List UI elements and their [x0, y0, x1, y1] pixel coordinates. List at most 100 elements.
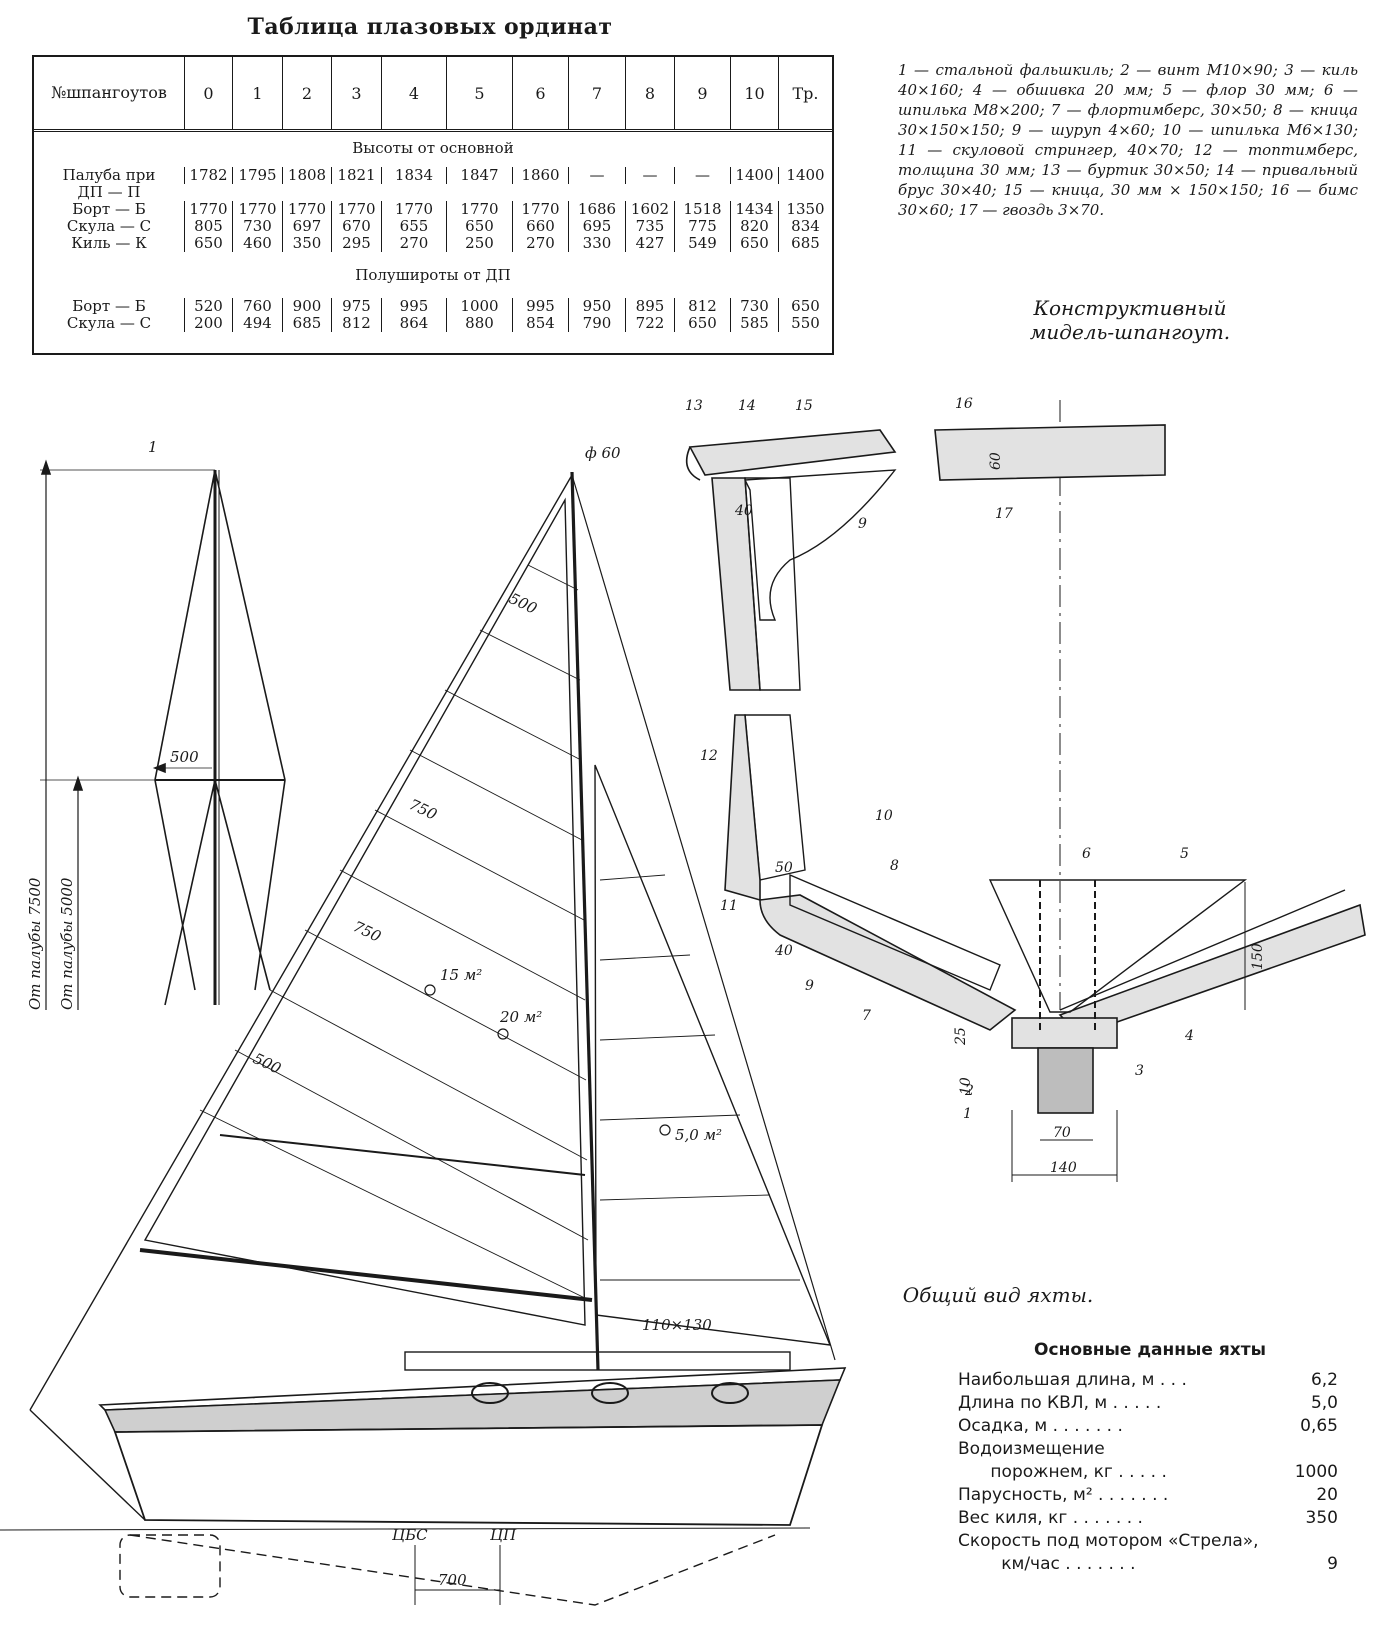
midship-section [685, 400, 1366, 1182]
table-cell: 655 [381, 218, 446, 235]
midship-part-label: 1 [963, 1106, 972, 1122]
table-cell: 880 [446, 315, 512, 332]
midship-part-label: 14 [738, 398, 756, 414]
table-cell: — [674, 167, 730, 184]
general-view-caption: Общий вид яхты. [902, 1283, 1094, 1307]
spec-row: Осадка, м . . . . . . .0,65 [958, 1416, 1338, 1438]
spec-value: 6,2 [1310, 1370, 1338, 1390]
ordinate-table-title: Таблица плазовых ординат [247, 14, 613, 40]
row-label-line: Борт — Б [72, 297, 146, 315]
row-label-line: ДП — П [77, 183, 141, 201]
table-cell: 775 [674, 218, 730, 235]
table-cell: 1350 [778, 201, 832, 218]
spec-row: Вес киля, кг . . . . . . .350 [958, 1508, 1338, 1530]
midship-part-label: 9 [805, 978, 814, 994]
table-cell: 1770 [282, 201, 331, 218]
column-header-3: 3 [331, 57, 381, 129]
spec-row: Наибольшая длина, м . . .6,2 [958, 1370, 1338, 1392]
header-rule [34, 129, 832, 132]
midship-part-label: 13 [685, 398, 703, 414]
offset-label: 700 [438, 1571, 467, 1589]
table-cell: 1821 [331, 167, 381, 184]
column-header-11: Тр. [778, 57, 832, 129]
boom-section-label: 110×130 [642, 1316, 712, 1334]
batten-label-1: 500 [506, 589, 540, 618]
column-header-2: 2 [282, 57, 331, 129]
parts-legend: 1 — стальной фальшкиль; 2 — винт М10×90;… [898, 61, 1358, 219]
height-label-7500: От палубы 7500 [26, 877, 44, 1010]
spec-label: км/час . . . . . . . [958, 1554, 1136, 1574]
table-cell: 805 [184, 218, 232, 235]
spec-row: Водоизмещение [958, 1439, 1338, 1461]
midship-part-label: 5 [1180, 846, 1189, 862]
column-header-6: 6 [512, 57, 568, 129]
row-label: Скула — С [34, 315, 184, 332]
table-cell: 730 [730, 298, 778, 315]
row-label-line: Скула — С [66, 217, 152, 235]
table-cell: 650 [184, 235, 232, 252]
spec-value: 5,0 [1310, 1393, 1338, 1413]
row-label: Киль — К [34, 235, 184, 252]
header-label-line: шпангоутов [66, 83, 167, 102]
column-header-5: 5 [446, 57, 512, 129]
table-cell: 270 [512, 235, 568, 252]
table-cell: 494 [232, 315, 282, 332]
table-cell: 1770 [331, 201, 381, 218]
spec-value: 1000 [1294, 1462, 1338, 1482]
sail-plan [0, 471, 847, 1606]
spec-label: Парусность, м² . . . . . . . [958, 1485, 1169, 1505]
midship-part-label: 10 [875, 808, 893, 824]
midship-part-label: 15 [795, 398, 813, 414]
midship-part-label: 16 [955, 396, 973, 412]
column-header-0: 0 [184, 57, 232, 129]
table-cell: 1847 [446, 167, 512, 184]
table-cell: 812 [674, 298, 730, 315]
spec-row: порожнем, кг . . . . .1000 [958, 1462, 1338, 1484]
table-cell: 1770 [232, 201, 282, 218]
row-label-line: Палуба при [62, 166, 156, 184]
column-header-8: 8 [625, 57, 674, 129]
table-cell: 790 [568, 315, 625, 332]
row-label-line: Борт — Б [72, 200, 146, 218]
table-cell: 650 [778, 298, 832, 315]
table-cell: 295 [331, 235, 381, 252]
table-cell: 650 [730, 235, 778, 252]
table-cell: 820 [730, 218, 778, 235]
header-label-line: № [51, 83, 67, 102]
midship-part-label: 8 [890, 858, 899, 874]
batten-label-2: 750 [406, 795, 440, 824]
row-label-line: Скула — С [66, 314, 152, 332]
batten-label-3: 750 [350, 917, 384, 946]
table-cell: 330 [568, 235, 625, 252]
table-cell: 697 [282, 218, 331, 235]
spec-value: 350 [1305, 1508, 1338, 1528]
jib-area-label: 5,0 м² [675, 1126, 722, 1144]
table-cell: 975 [331, 298, 381, 315]
table-cell: 270 [381, 235, 446, 252]
spec-label: Водоизмещение [958, 1439, 1105, 1459]
height-label-5000: От палубы 5000 [58, 877, 76, 1010]
table-cell: 1434 [730, 201, 778, 218]
table-cell: 812 [331, 315, 381, 332]
midship-caption-line-1: Конструктивный [1033, 296, 1227, 320]
midship-part-label: 4 [1184, 1028, 1194, 1044]
table-cell: 1000 [446, 298, 512, 315]
total-area-label: 20 м² [499, 1008, 542, 1026]
midship-part-label: 2 [964, 1083, 974, 1099]
cp-label: ЦП [490, 1526, 517, 1544]
midship-part-label: 11 [720, 898, 738, 914]
table-cell: 1602 [625, 201, 674, 218]
table-cell: 1770 [184, 201, 232, 218]
table-cell: 460 [232, 235, 282, 252]
table-cell: 1795 [232, 167, 282, 184]
specs-title: Основные данные яхты [1034, 1340, 1266, 1360]
mast-label-1: 1 [148, 438, 158, 456]
spreader-label: 500 [170, 748, 199, 766]
section-halfwidths-title: Полуширoты от ДП [355, 266, 511, 284]
midship-dimension-label: 140 [1050, 1160, 1077, 1176]
